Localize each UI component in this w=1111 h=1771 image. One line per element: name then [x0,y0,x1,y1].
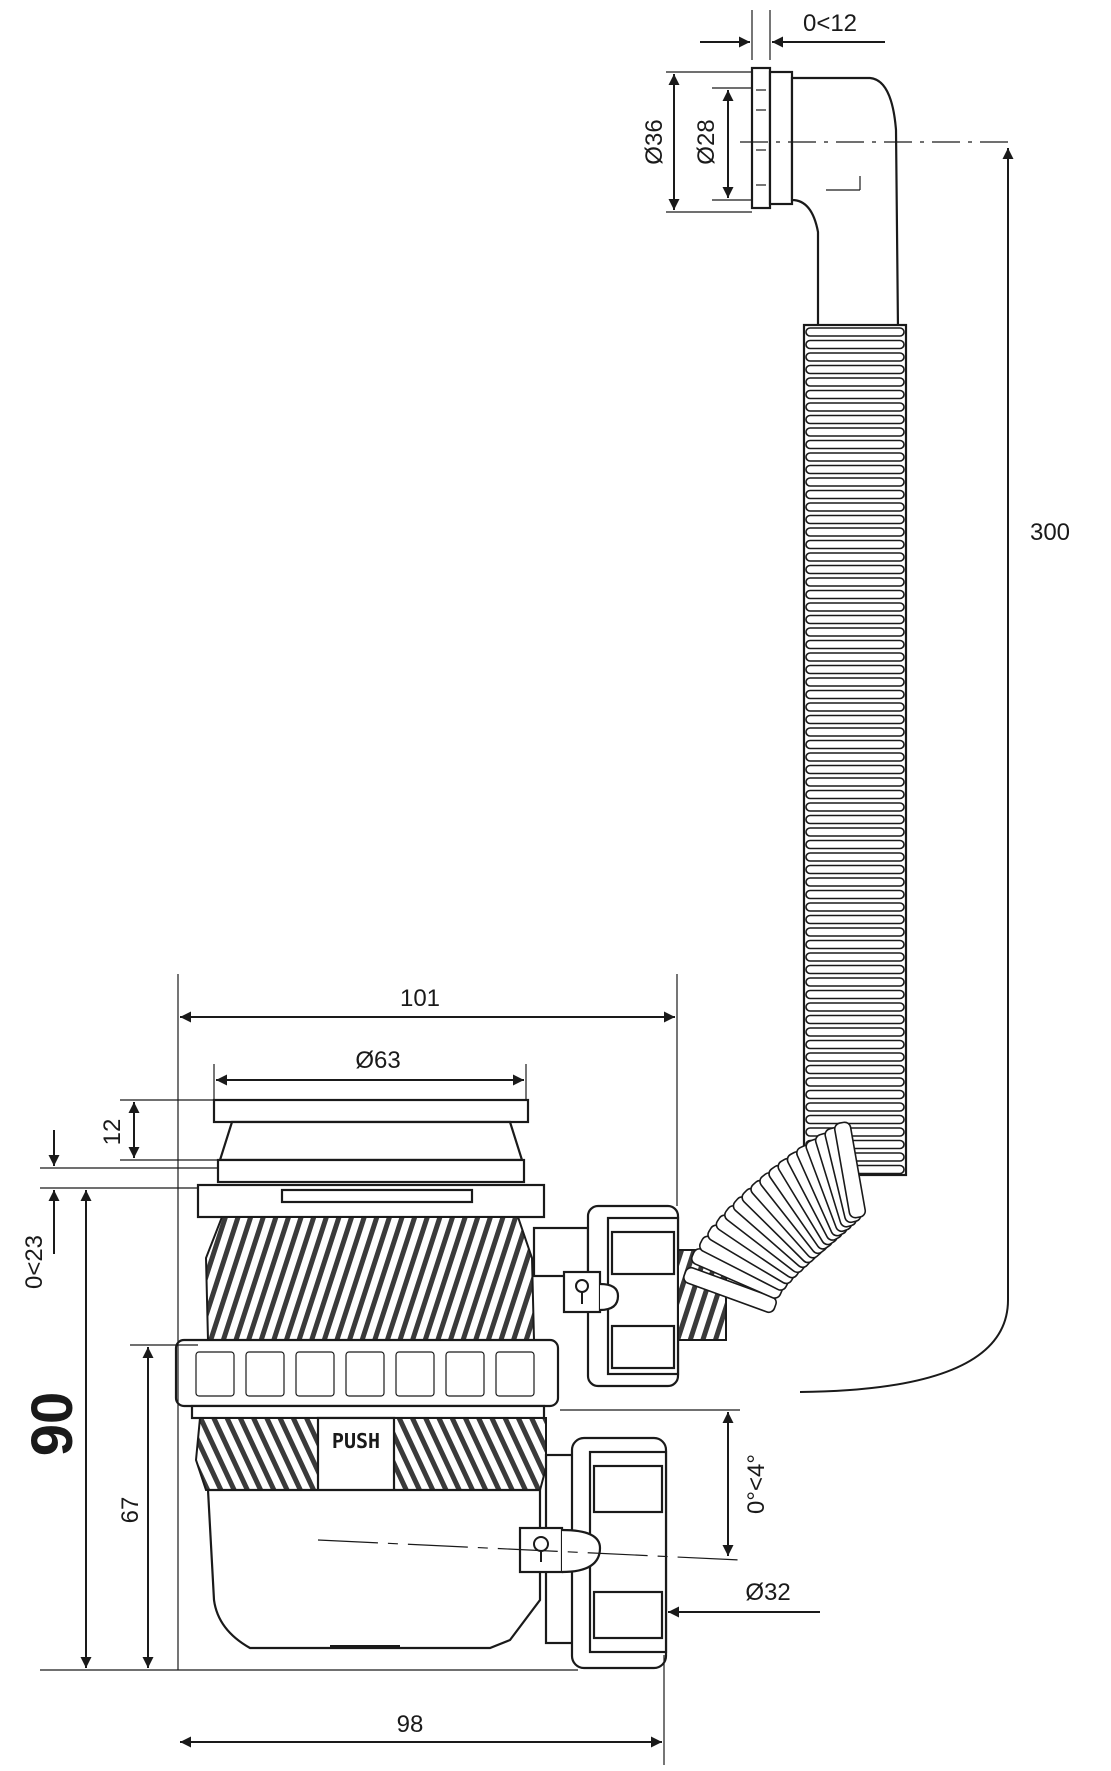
hose-rib [805,364,905,375]
dim-total-width: 101 [400,985,440,1012]
hose-rib [805,577,905,587]
hose-rib [805,777,905,787]
hose-rib [805,927,905,937]
hose-rib [805,864,905,875]
dim-outlet-angle: 0°<4° [743,1454,770,1514]
hose-rib [805,627,905,637]
hose-rib [805,589,905,600]
hose-rib [805,564,905,575]
hose-rib [805,514,905,525]
outlet-connector [518,1436,668,1670]
hose-rib [805,702,905,712]
hose-rib [805,727,905,737]
dim-outlet-diameter: Ø32 [745,1579,790,1606]
hose-rib [805,439,905,450]
hose-rib [805,1039,905,1050]
nut-grip [295,1351,335,1397]
hose-bend [683,1121,867,1314]
nut-grip [345,1351,385,1397]
hose-rib [805,1102,905,1112]
hose-rib [805,889,905,900]
hose-rib [805,1114,905,1125]
nut-grip [445,1351,485,1397]
hose-rib [805,689,905,700]
hose-rib [805,677,905,687]
nut-grip [395,1351,435,1397]
hose-rib [805,1027,905,1037]
hose-rib [805,1064,905,1075]
hose-rib [805,839,905,850]
hose-rib [805,664,905,675]
waste-body: PUSH [174,1098,590,1650]
hose-rib [833,1121,867,1219]
dim-hose-length: 300 [1030,519,1070,546]
dim-flange-diameter: Ø63 [355,1047,400,1074]
hose-rib [805,1077,905,1087]
hose-rib [805,714,905,725]
hose-rib [683,1266,777,1314]
hose-rib [805,427,905,437]
overflow-head [750,66,900,332]
hose-connector [562,1204,727,1388]
hose-rib [805,914,905,925]
dim-overflow-inner: Ø28 [693,119,720,164]
hose-rib [805,477,905,487]
hose-rib [805,452,905,462]
dim-adjust-range: 0<23 [21,1235,48,1289]
dim-total-height: 90 [20,1392,85,1457]
hose-rib [805,389,905,400]
hose-rib [805,327,905,337]
hose-rib [805,989,905,1000]
dim-base-width: 98 [397,1711,424,1738]
hose-rib [805,414,905,425]
dim-flange-height: 12 [99,1119,126,1146]
hose-rib [805,489,905,500]
hose-rib [805,1002,905,1012]
hose-rib [805,739,905,750]
hose-rib [805,602,905,612]
hose-rib [805,802,905,812]
hose-rib [805,877,905,887]
hose-rib [805,852,905,862]
hose-rib [805,1014,905,1025]
hose-rib [805,977,905,987]
hose-rib [805,377,905,387]
hose-rib [805,614,905,625]
hose-rib [805,952,905,962]
hose-rib [805,539,905,550]
push-label: PUSH [332,1429,380,1453]
hose-rib [805,527,905,537]
hose-rib [805,939,905,950]
hose-rib [805,639,905,650]
nut-grip [195,1351,235,1397]
hose-rib [805,827,905,837]
nut-grip [495,1351,535,1397]
dim-overflow-offset: 0<12 [803,10,857,37]
hose-rib [805,552,905,562]
hose-rib [805,789,905,800]
hose-rib [805,502,905,512]
dim-overflow-outer: Ø36 [641,119,668,164]
hose-rib [805,964,905,975]
hose-rib [805,402,905,412]
hose-rib [805,339,905,350]
hose-rib [805,352,905,362]
dimension-lines [40,10,1014,1765]
hose-rib [805,764,905,775]
hose-rib [805,814,905,825]
overflow-hose [802,323,908,1177]
hose-rib [805,1052,905,1062]
hose-rib [805,902,905,912]
hose-rib [805,652,905,662]
hose-rib [805,752,905,762]
hose-rib [805,464,905,475]
hose-rib [805,1089,905,1100]
nut-grip [245,1351,285,1397]
dim-lower-height: 67 [117,1497,144,1524]
